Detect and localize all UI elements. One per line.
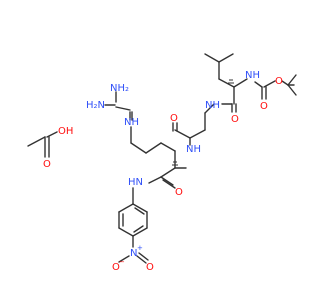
bond — [254, 81, 263, 88]
bond — [118, 255, 130, 263]
bond — [160, 167, 176, 178]
atom-label-nitro-o-minus: − — [119, 258, 125, 266]
atom-label-nitro-n: N — [130, 248, 137, 259]
bond — [130, 142, 147, 154]
bond — [204, 103, 215, 114]
bond — [145, 142, 162, 154]
bond — [218, 53, 234, 63]
bond — [287, 84, 297, 96]
bond — [218, 78, 235, 88]
atom-label-guanidine-nh2-left: H₂N — [86, 100, 105, 111]
atom-label-boc-carbonyl-o: O — [260, 101, 268, 112]
atom-label-anilide-hn: HN — [128, 177, 143, 188]
bond — [162, 179, 176, 189]
bond — [132, 227, 148, 237]
bond — [233, 78, 248, 88]
molecule-canvas: OH O NH₂ NH H₂N NH HN O O NH O NH O O N … — [27, 53, 297, 273]
bond — [189, 129, 206, 139]
bond — [133, 225, 144, 233]
atom-label-guanidine-nh: NH — [124, 117, 139, 128]
bond — [160, 176, 174, 186]
atom-labels: OH O NH₂ NH H₂N NH HN O O NH O NH O O N … — [43, 70, 283, 273]
atom-label-arg-carbonyl-o: O — [175, 187, 183, 198]
atom-label-acetic-oh: OH — [58, 126, 73, 137]
stereo-hash-bonds — [172, 79, 234, 166]
bond — [132, 203, 148, 213]
bond-lines — [27, 53, 297, 264]
atom-label-nitro-plus: + — [137, 244, 143, 252]
atom-label-acetic-o: O — [43, 159, 51, 170]
bond — [148, 176, 162, 184]
atom-label-gly-carbonyl-o: O — [170, 113, 178, 124]
bond — [281, 80, 289, 86]
bond — [115, 106, 131, 111]
atom-label-nitro-o-left: O — [112, 262, 120, 273]
bond — [287, 74, 297, 86]
bond — [134, 207, 145, 215]
bond — [27, 136, 46, 147]
atom-label-arg-alpha-nh: NH — [186, 144, 201, 155]
bond — [46, 131, 58, 138]
bond — [160, 142, 176, 152]
atom-label-leu-carbonyl-o: O — [231, 114, 239, 125]
atom-label-guanidine-nh2-upper: NH₂ — [110, 83, 129, 94]
atom-label-boc-ester-o: O — [275, 76, 283, 87]
bond — [263, 80, 276, 88]
chemical-structure: OH O NH₂ NH H₂N NH HN O O NH O NH O O N … — [27, 53, 297, 273]
bond — [138, 252, 149, 261]
bond — [204, 53, 220, 63]
bond — [118, 227, 134, 237]
atom-label-boc-nh: NH — [245, 70, 260, 81]
bond — [136, 255, 147, 264]
bond — [118, 203, 134, 213]
atom-label-nitro-o-right: O — [146, 262, 154, 273]
atom-label-leu-nh: NH — [205, 100, 220, 111]
